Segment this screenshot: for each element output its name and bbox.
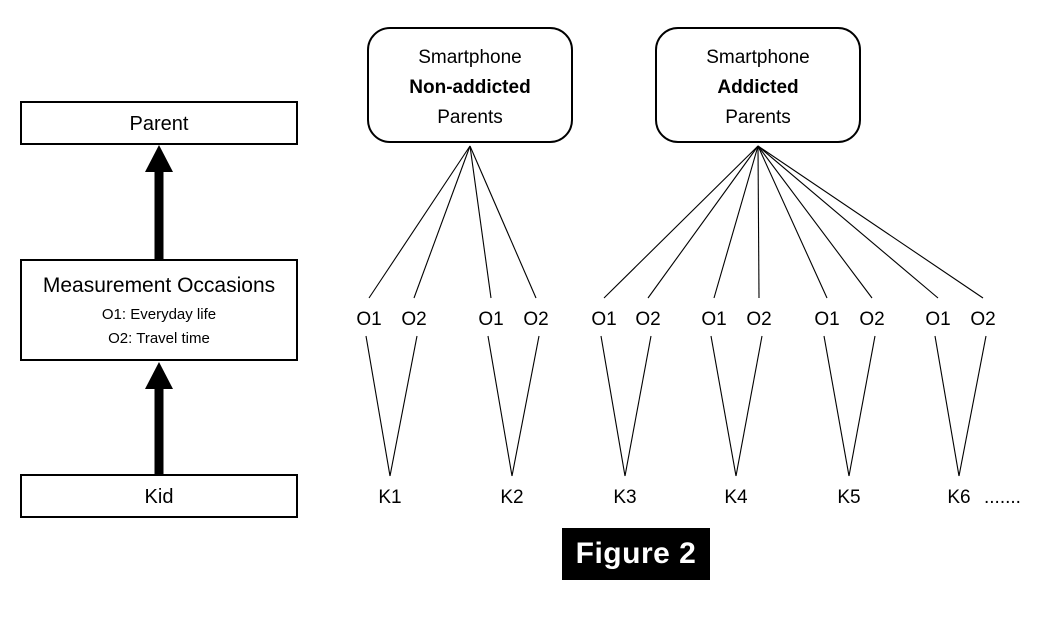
occasion-node-o1: O1 <box>478 309 503 330</box>
non-addicted-line-1: Smartphone <box>418 47 522 68</box>
occasion-node-o1: O1 <box>925 309 950 330</box>
occasion-node-o2: O2 <box>746 309 771 330</box>
left-level-measurement-occasions: Measurement Occasions O1: Everyday life … <box>20 259 298 361</box>
non-addicted-fan-lines <box>368 145 537 299</box>
continuation-ellipsis: ....... <box>984 487 1021 508</box>
kid-box <box>20 474 298 518</box>
occasion-node-o1: O1 <box>591 309 616 330</box>
occasion-node-o1: O1 <box>701 309 726 330</box>
group-non-addicted: Smartphone Non-addicted Parents O1 O2 O1… <box>356 27 573 508</box>
non-addicted-line-3: Parents <box>437 107 502 128</box>
parent-box-label: Parent <box>130 113 189 135</box>
left-level-kid: Kid <box>20 474 298 518</box>
arrow-head-icon <box>145 145 173 172</box>
kid-box-label: Kid <box>145 486 174 508</box>
figure-caption-text: Figure 2 <box>575 537 697 570</box>
occasion-node-o2: O2 <box>859 309 884 330</box>
occasion-node-o2: O2 <box>401 309 426 330</box>
occasion-node-o2: O2 <box>970 309 995 330</box>
measurement-occasions-title: Measurement Occasions <box>43 274 275 297</box>
parent-box <box>20 101 298 145</box>
addicted-kid-links <box>600 335 987 477</box>
non-addicted-line-2: Non-addicted <box>409 77 530 98</box>
group-addicted: Smartphone Addicted Parents O1 O2 O1 O2 … <box>591 27 1021 508</box>
non-addicted-parents-box <box>367 27 573 143</box>
addicted-parents-box <box>655 27 861 143</box>
kid-node-k6: K6 <box>947 487 970 508</box>
kid-node-k4: K4 <box>724 487 748 508</box>
kid-node-k1: K1 <box>378 487 401 508</box>
left-level-parent: Parent <box>20 101 298 145</box>
kid-node-k5: K5 <box>837 487 860 508</box>
addicted-line-1: Smartphone <box>706 47 810 68</box>
occasion-node-o2: O2 <box>635 309 660 330</box>
kid-node-k2: K2 <box>500 487 523 508</box>
non-addicted-kid-links <box>365 335 540 477</box>
measurement-occasions-subline-1: O1: Everyday life <box>102 306 216 323</box>
arrow-measurement-to-parent <box>145 145 173 260</box>
addicted-fan-lines <box>603 145 984 299</box>
arrow-kid-to-measurement <box>145 362 173 476</box>
figure-caption-banner: Figure 2 <box>562 528 710 580</box>
addicted-line-2: Addicted <box>717 77 798 98</box>
kid-node-k3: K3 <box>613 487 636 508</box>
measurement-occasions-subline-2: O2: Travel time <box>108 330 210 347</box>
addicted-line-3: Parents <box>725 107 790 128</box>
occasion-node-o1: O1 <box>814 309 839 330</box>
occasion-node-o2: O2 <box>523 309 548 330</box>
arrow-head-icon <box>145 362 173 389</box>
measurement-occasions-box <box>20 259 298 361</box>
occasion-node-o1: O1 <box>356 309 381 330</box>
